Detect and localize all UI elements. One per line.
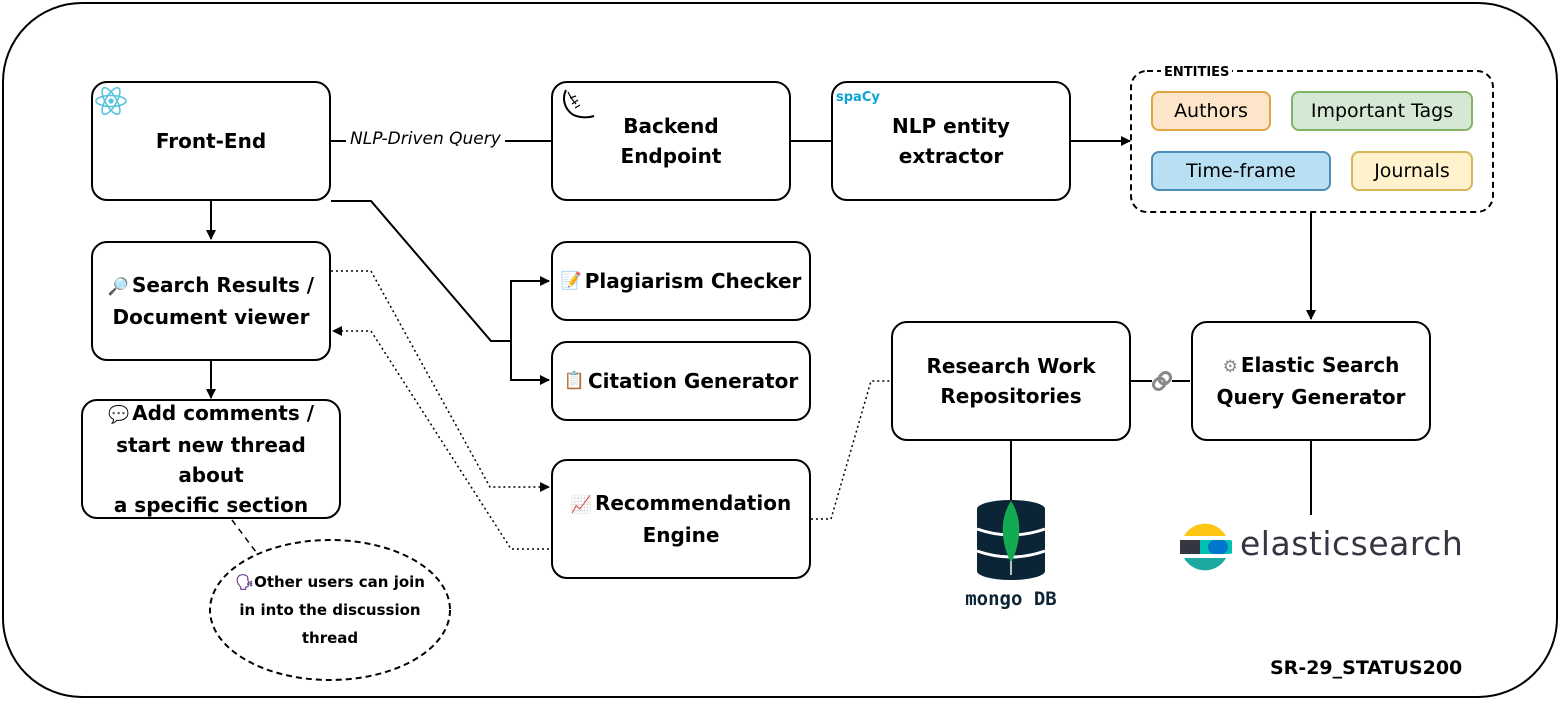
mongodb-logo-text: mongo DB: [965, 588, 1057, 610]
elastic-label-1: Elastic Search: [1240, 353, 1400, 377]
link-icon: [1151, 370, 1173, 392]
recommendation-label-2: Engine: [642, 523, 720, 547]
comments-label-1: Add comments /: [132, 401, 315, 425]
speaking-head-icon: 🗣: [235, 573, 255, 591]
entity-chip-important-tags[interactable]: Important Tags: [1291, 91, 1473, 131]
discussion-node[interactable]: 🗣Other users can join in into the discus…: [215, 568, 445, 652]
nlp-label-2: extractor: [898, 144, 1004, 168]
entity-chip-authors[interactable]: Authors: [1151, 91, 1271, 131]
edge-recommendation-search: [332, 326, 549, 550]
discussion-label-2: in into the discussion: [239, 601, 421, 619]
discussion-ellipse: [209, 539, 451, 681]
flask-icon: [563, 89, 595, 119]
magnifier-icon: 🔎: [107, 277, 130, 297]
plagiarism-label: Plagiarism Checker: [584, 269, 802, 293]
entity-chip-journals[interactable]: Journals: [1351, 151, 1473, 191]
react-icon: [95, 86, 127, 116]
search-results-node[interactable]: 🔎Search Results / Document viewer: [91, 241, 331, 361]
entity-chip-time-frame[interactable]: Time-frame: [1151, 151, 1331, 191]
entities-title: ENTITIES: [1161, 65, 1233, 80]
comments-label-3: a specific section: [113, 493, 309, 517]
chart-up-icon: 📈: [570, 495, 592, 515]
memo-icon: 📝: [560, 271, 582, 291]
plagiarism-checker-node[interactable]: 📝 Plagiarism Checker: [551, 241, 811, 321]
team-id-label: SR-29_STATUS200: [1270, 657, 1463, 679]
citation-label: Citation Generator: [587, 369, 799, 393]
search-label-1: Search Results /: [132, 273, 315, 297]
backend-label-2: Endpoint: [620, 144, 722, 168]
comments-label-2: start new thread about: [116, 433, 306, 487]
clipboard-icon: 📋: [563, 371, 585, 391]
citation-generator-node[interactable]: 📋 Citation Generator: [551, 341, 811, 421]
edge-branch-plagiarism: [510, 276, 550, 380]
research-label-2: Repositories: [940, 384, 1082, 408]
research-label-1: Research Work: [926, 354, 1096, 378]
elasticsearch-logo-icon: [1180, 523, 1232, 571]
elasticsearch-logo-text: elasticsearch: [1240, 524, 1464, 563]
edge-comments-discussion: [231, 519, 263, 561]
recommendation-engine-node[interactable]: 📈Recommendation Engine: [551, 459, 811, 579]
edge-frontend-tools: [331, 200, 511, 342]
entities-group: [1130, 70, 1494, 213]
mongodb-database-icon: [976, 500, 1046, 580]
edge-search-recommendation: [331, 270, 550, 492]
recommendation-label-1: Recommendation: [594, 491, 792, 515]
search-label-2: Document viewer: [112, 305, 310, 329]
frontend-label: Front-End: [155, 129, 267, 153]
edge-recommendation-research: [811, 380, 891, 520]
gear-icon: ⚙: [1222, 357, 1238, 377]
frontend-node[interactable]: Front-End: [91, 81, 331, 201]
nlp-extractor-node[interactable]: NLP entity extractor: [831, 81, 1071, 201]
speech-bubble-icon: 💬: [107, 405, 130, 425]
edge-branch-citation: [510, 341, 550, 385]
discussion-label-3: thread: [301, 629, 359, 647]
backend-endpoint-node[interactable]: Backend Endpoint: [551, 81, 791, 201]
elastic-query-generator-node[interactable]: ⚙Elastic Search Query Generator: [1191, 321, 1431, 441]
spacy-logo: spaCy: [836, 90, 880, 105]
backend-label-1: Backend: [623, 114, 719, 138]
comments-node[interactable]: 💬Add comments / start new thread about a…: [81, 399, 341, 519]
nlp-label-1: NLP entity: [892, 114, 1010, 138]
elastic-label-2: Query Generator: [1216, 385, 1406, 409]
discussion-label-1: Other users can join: [254, 573, 425, 591]
edge-label-nlp-query: NLP-Driven Query: [346, 129, 505, 149]
research-repositories-node[interactable]: Research Work Repositories: [891, 321, 1131, 441]
